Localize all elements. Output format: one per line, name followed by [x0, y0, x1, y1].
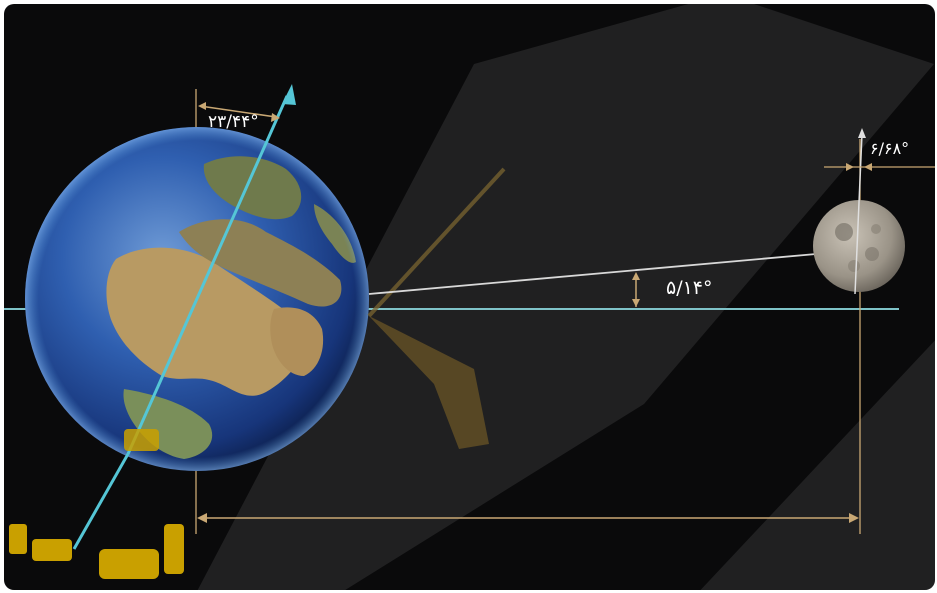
moon-orbit-line [368, 253, 817, 295]
earth-axis-lower [72, 453, 130, 550]
earth-axial-tilt-label: ۲۳/۴۴° [208, 112, 259, 132]
moon-tilt-arrow-left [846, 163, 854, 171]
distance-arrow-right [849, 513, 859, 523]
moon [813, 200, 905, 292]
inclination-arrow-top [632, 272, 640, 280]
distance-arrow-left [197, 513, 207, 523]
tilt-arrowhead-right [271, 113, 280, 122]
moon-tilt-arrow-right [864, 163, 872, 171]
earth-axis [126, 95, 289, 455]
diagram-frame: ۲۳/۴۴° ۶/۶۸° ۵/۱۴° [4, 4, 935, 590]
tilt-arrowhead-left [198, 102, 206, 110]
moon-axis-arrowhead [858, 128, 866, 138]
watermark-shapes [197, 4, 935, 590]
moon-axial-tilt-label: ۶/۶۸° [870, 139, 910, 158]
inclination-arrow-bottom [632, 299, 640, 307]
publisher-logo-watermark [9, 429, 184, 579]
tilt-measure-line [199, 105, 277, 118]
moon-axis [854, 133, 863, 295]
earth-axis-arrowhead [282, 84, 296, 105]
earth-moon-diagram [4, 4, 935, 590]
orbit-inclination-label: ۵/۱۴° [666, 277, 713, 299]
